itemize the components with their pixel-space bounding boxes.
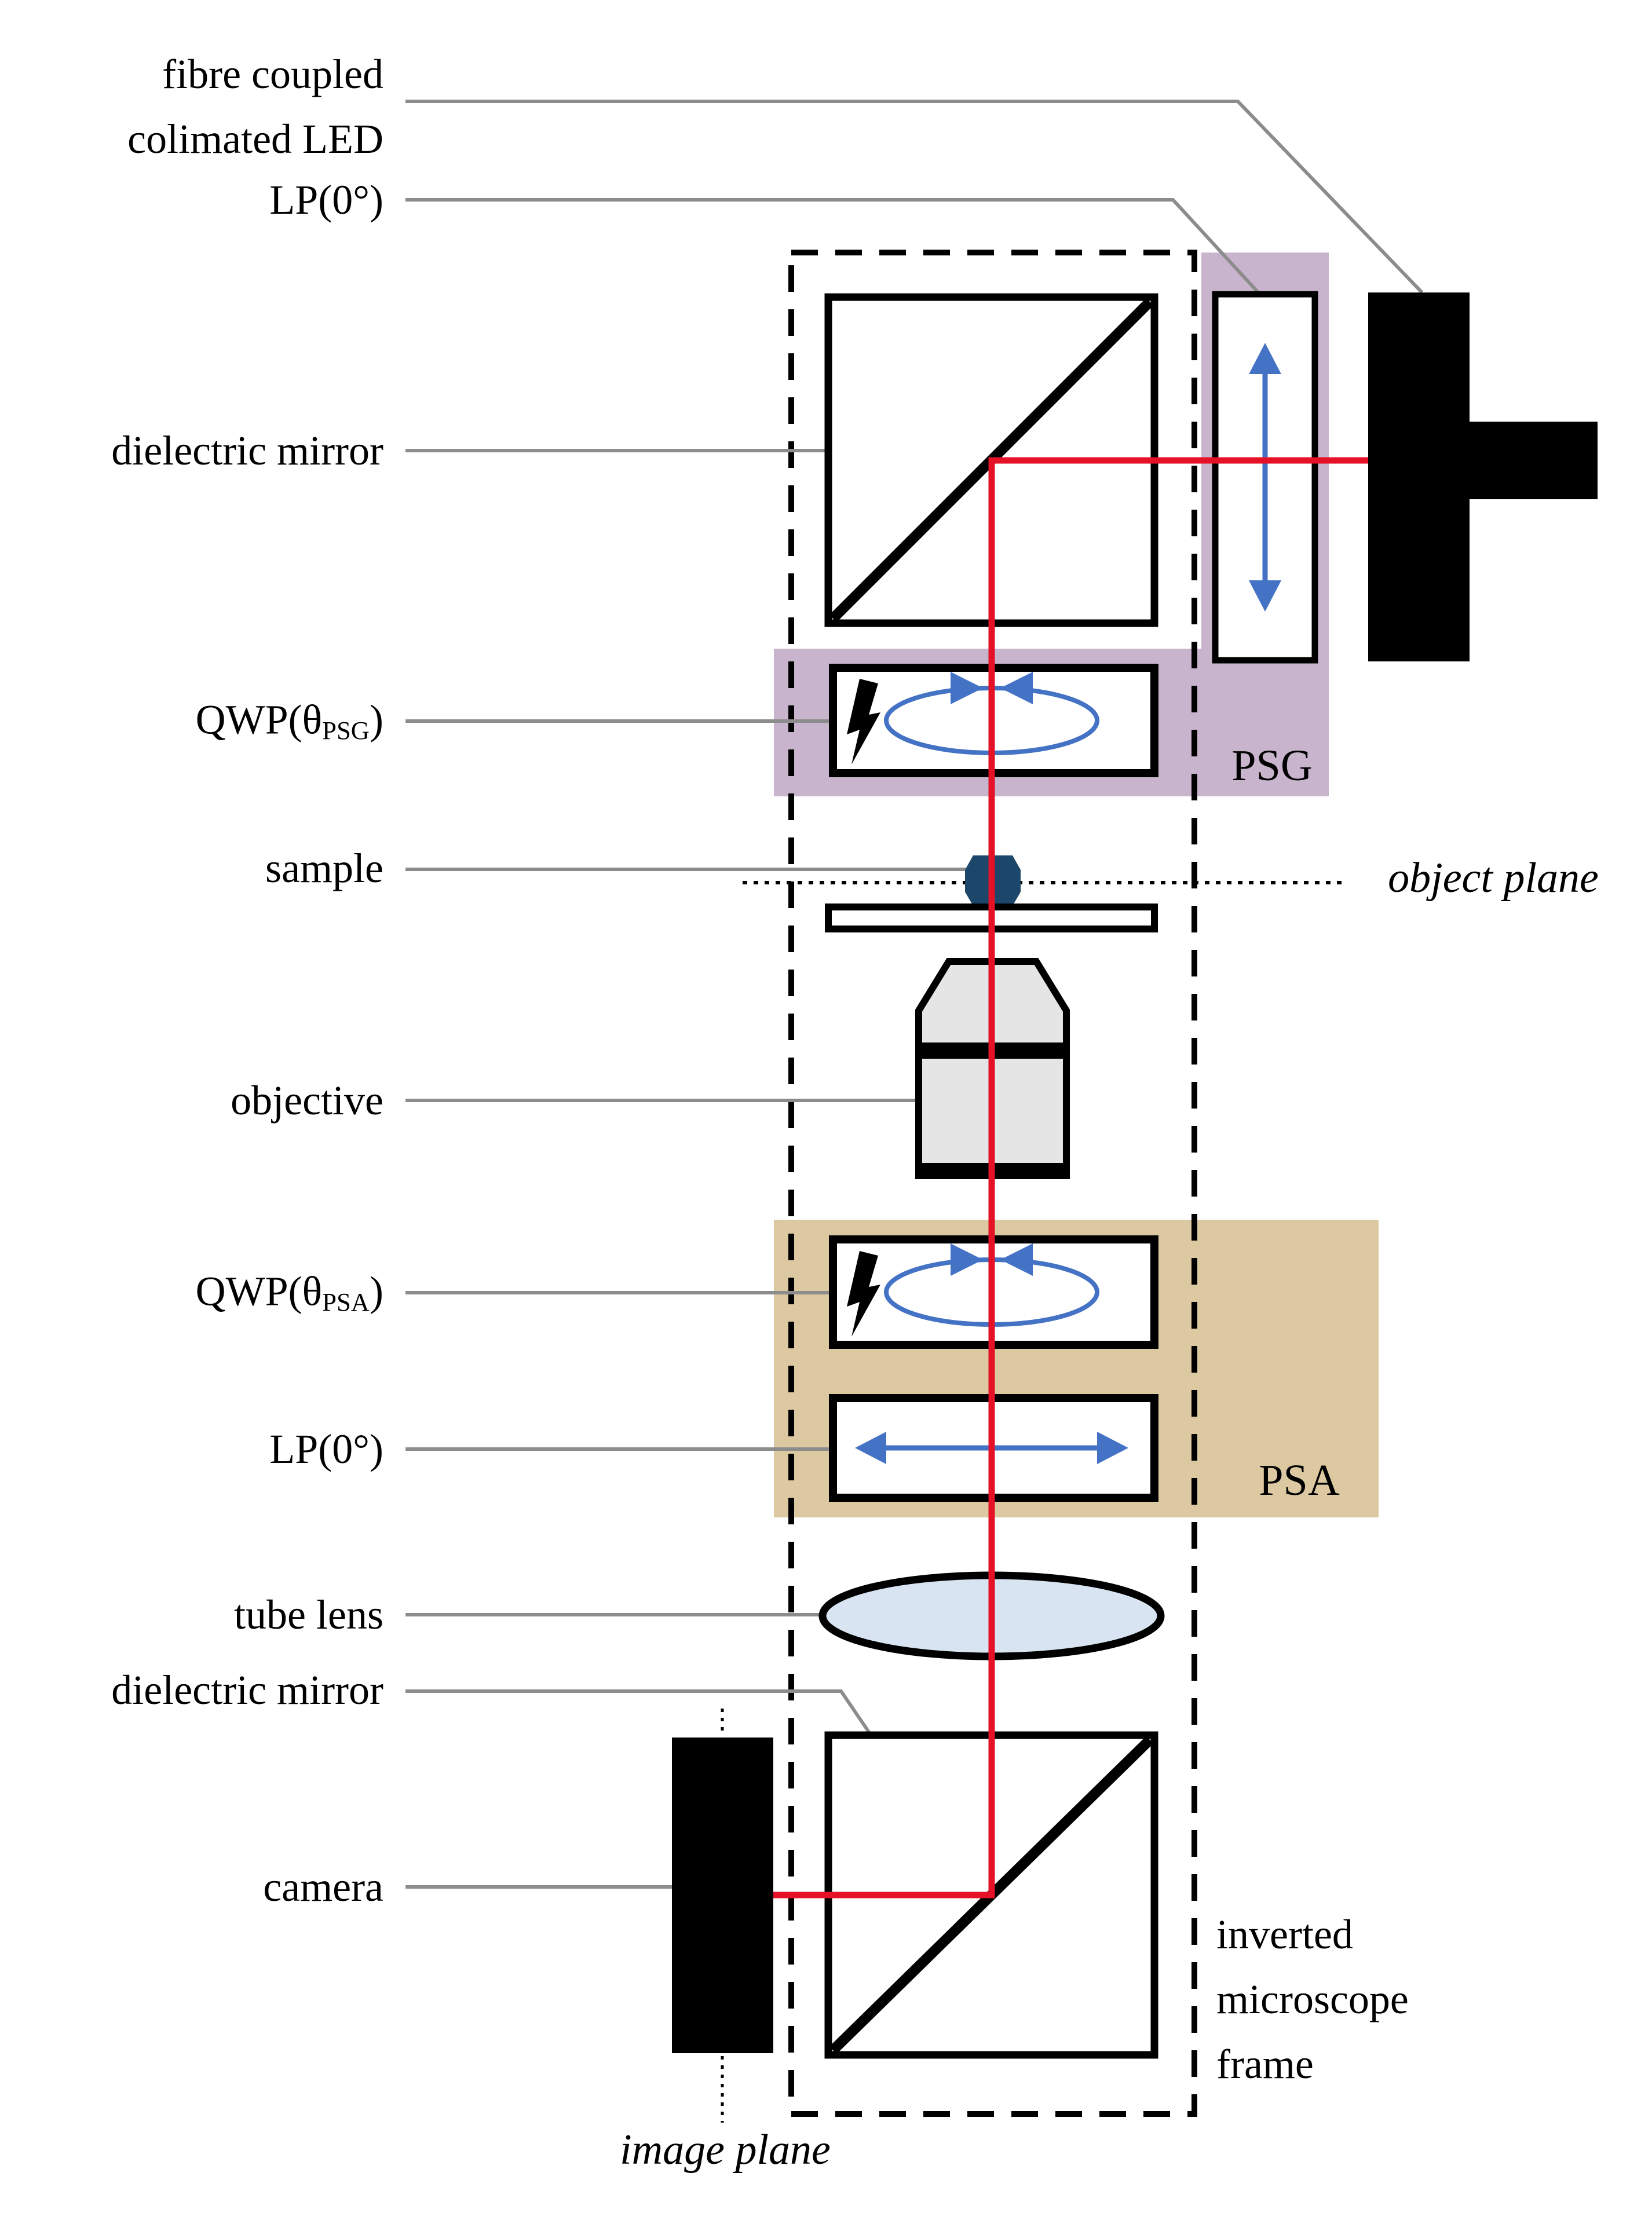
object-plane-label: object plane — [1388, 854, 1599, 902]
label-sample: sample — [265, 845, 383, 891]
horizontal-polarization-arrowhead-right-icon — [1097, 1432, 1128, 1464]
circular-arrowhead-left-psa-icon — [951, 1243, 983, 1276]
label-lp-psa: LP(0°) — [269, 1426, 383, 1472]
leader-led — [405, 100, 1424, 294]
psg-region-label: PSG — [1231, 741, 1313, 790]
frame-label-line3: frame — [1216, 2041, 1314, 2087]
lightning-icon-psg — [847, 679, 880, 765]
beam-path — [773, 457, 1368, 1899]
psg-region — [774, 253, 1329, 796]
leader-lines — [405, 100, 1424, 1889]
label-mirror-bottom: dielectric mirror — [111, 1667, 383, 1713]
label-lp-top: LP(0°) — [269, 177, 383, 223]
circular-arrowhead-left-psg-icon — [951, 672, 983, 704]
leader-mirror-bottom — [405, 1689, 873, 1738]
vertical-polarization-arrowhead-top-icon — [1249, 343, 1281, 374]
label-qwp-psa-prefix: QWP(θ — [195, 1268, 323, 1315]
label-qwp-psa-subscript: PSA — [322, 1287, 370, 1317]
circular-arrowhead-right-psa-icon — [1000, 1243, 1033, 1276]
label-qwp-psg-suffix: ) — [370, 696, 383, 743]
label-qwp-psa-suffix: ) — [370, 1268, 383, 1315]
label-qwp-psg: QWP(θPSG) — [196, 698, 383, 743]
led-fibre-stub — [1470, 422, 1598, 499]
led-housing — [1368, 292, 1598, 661]
image-plane-label: image plane — [620, 2126, 831, 2174]
label-qwp-psg-prefix: QWP(θ — [195, 696, 323, 743]
label-qwp-psg-subscript: PSG — [322, 716, 370, 745]
horizontal-polarization-arrowhead-left-icon — [855, 1432, 886, 1464]
label-objective: objective — [231, 1077, 383, 1124]
circular-arrowhead-right-psg-icon — [1000, 672, 1033, 704]
label-led-line2: colimated LED — [127, 116, 383, 162]
frame-label-line1: inverted — [1216, 1911, 1353, 1958]
microscope-frame-outline — [788, 250, 1197, 2117]
label-camera: camera — [263, 1864, 383, 1910]
label-qwp-psa: QWP(θPSA) — [196, 1270, 383, 1315]
label-mirror-top: dielectric mirror — [111, 427, 383, 474]
leader-lp-top — [405, 198, 1262, 296]
camera-body — [672, 1738, 773, 2053]
lightning-icon-psa — [847, 1251, 880, 1337]
vertical-polarization-arrowhead-bottom-icon — [1249, 580, 1281, 612]
led-body — [1368, 292, 1470, 661]
label-tube-lens: tube lens — [234, 1592, 383, 1638]
frame-label-line2: microscope — [1216, 1976, 1409, 2022]
label-led-line1: fibre coupled — [162, 51, 383, 97]
psa-region-label: PSA — [1259, 1456, 1340, 1505]
